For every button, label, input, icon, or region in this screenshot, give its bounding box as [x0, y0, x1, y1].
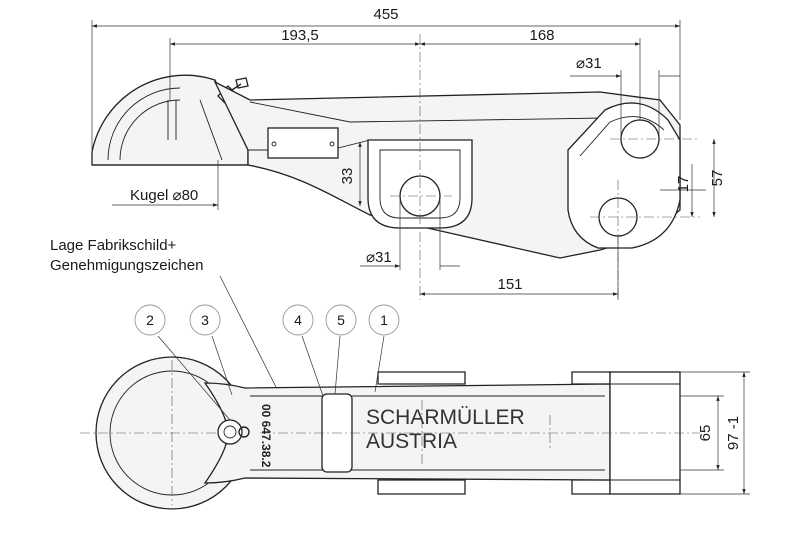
callouts: 2 3 4 5 1: [134, 304, 400, 421]
svg-text:4: 4: [294, 312, 302, 328]
side-dimensions: 455 193,5 168 ⌀31 Kugel ⌀80 33 17 57 ⌀31…: [91, 6, 726, 300]
dim-168: 168: [529, 27, 554, 44]
dim-65: 65: [697, 425, 714, 442]
label-line-1: Lage Fabrikschild+: [50, 237, 177, 254]
dim-151: 151: [497, 276, 522, 293]
side-view: [91, 34, 700, 300]
top-view: 00 647.38.2 SCHARMÜLLER AUSTRIA: [80, 356, 700, 510]
dim-17: 17: [675, 176, 692, 193]
type-plate: [267, 127, 339, 159]
svg-text:1: 1: [380, 312, 388, 328]
label-line-2: Genehmigungszeichen: [50, 257, 203, 274]
dim-57: 57: [709, 170, 726, 187]
callout-1: [368, 304, 400, 336]
dim-97: 97 -1: [725, 416, 742, 450]
callout-2: [134, 304, 166, 336]
callout-5: [325, 304, 357, 336]
svg-text:5: 5: [337, 312, 345, 328]
dim-bore-center: ⌀31: [366, 249, 392, 266]
brand-line-2: AUSTRIA: [366, 430, 457, 453]
callout-3: [189, 304, 221, 336]
top-lug: [377, 371, 466, 385]
svg-text:2: 2: [146, 312, 154, 328]
bottom-lug: [377, 479, 466, 495]
brand-line-1: SCHARMÜLLER: [366, 406, 525, 429]
dim-bore-top: ⌀31: [576, 55, 602, 72]
dim-455: 455: [373, 6, 398, 23]
callout-4: [282, 304, 314, 336]
dim-33: 33: [339, 168, 356, 185]
dim-kugel: Kugel ⌀80: [130, 187, 198, 204]
svg-text:3: 3: [201, 312, 209, 328]
dim-193-5: 193,5: [281, 27, 319, 44]
approval-mark: 00 647.38.2: [259, 404, 273, 468]
ball-housing: [91, 74, 249, 166]
top-dimensions: 65 97 -1: [680, 371, 750, 495]
